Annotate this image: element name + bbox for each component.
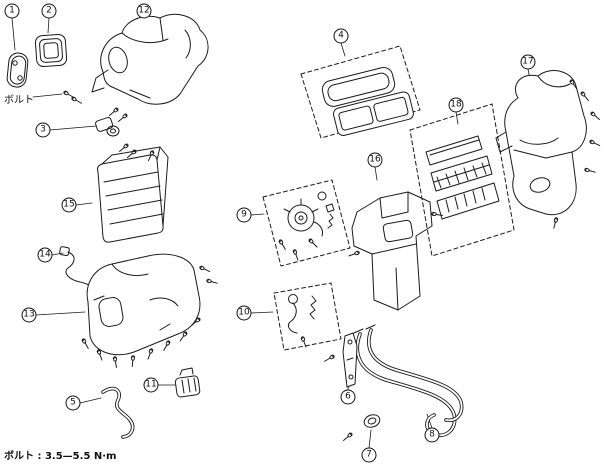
callout-1: 1: [4, 3, 20, 19]
part-3-fitting: [95, 117, 120, 137]
callout-5: 5: [65, 395, 81, 411]
part-15-evaporator: [97, 146, 169, 243]
callout-2: 2: [41, 3, 57, 19]
screw-icon: [342, 431, 354, 443]
screw-icon: [307, 237, 319, 249]
screw-icon: [70, 96, 83, 106]
part-2-grommet: [34, 33, 68, 68]
screw-icon: [130, 355, 136, 368]
callout-4: 4: [333, 28, 349, 44]
callout-7: 7: [361, 447, 377, 463]
torque-note-prefix: ボルト :: [4, 451, 42, 462]
part-12-blower-housing: [91, 14, 209, 105]
screw-icon: [198, 265, 211, 274]
callout-8: 8: [424, 427, 440, 443]
part-18-filter-set: [409, 103, 515, 257]
callout-14: 14: [37, 247, 53, 263]
screw-icon: [205, 278, 219, 286]
callout-10: 10: [236, 305, 252, 321]
screw-icon: [81, 337, 91, 350]
leader-lines: [11, 17, 531, 449]
screw-icon: [583, 167, 597, 175]
screw-icon: [146, 347, 154, 361]
torque-note-value: 3.5—5.5 N·m: [44, 451, 117, 462]
part-1-seal: [6, 52, 29, 88]
part-4-gasket-set: [300, 45, 421, 139]
callout-16: 16: [367, 152, 383, 168]
callout-13: 13: [21, 307, 37, 323]
screw-icon: [323, 354, 336, 364]
callout-6: 6: [340, 389, 356, 405]
part-10-lever-set: [273, 282, 342, 351]
callout-15: 15: [61, 197, 77, 213]
torque-note: ボルト : 3.5—5.5 N·m: [4, 447, 116, 462]
part-6-bracket: [342, 332, 358, 388]
callout-3: 3: [35, 122, 51, 138]
screw-icon: [588, 139, 601, 148]
screw-icon: [589, 110, 601, 122]
screw-icon: [161, 339, 171, 352]
screw-icon: [278, 238, 288, 251]
part-9-actuator-set: [262, 179, 351, 267]
callout-9: 9: [236, 207, 252, 223]
part-11-resistor: [174, 367, 201, 398]
callout-11: 11: [143, 377, 159, 393]
screw-icon: [292, 248, 300, 262]
part-16-duct: [351, 191, 433, 311]
part-17-housing: [495, 70, 587, 216]
part-13-lower-case: [86, 253, 201, 356]
part-5-rod: [101, 386, 135, 439]
screw-icon: [118, 142, 130, 154]
screw-icon: [112, 355, 119, 369]
bolt-label: ボルト: [4, 95, 34, 106]
part-7-grommet: [363, 414, 381, 428]
callout-18: 18: [448, 97, 464, 113]
screw-icon: [579, 90, 591, 102]
callout-17: 17: [520, 54, 536, 70]
callout-12: 12: [136, 3, 152, 19]
screw-icon: [551, 216, 559, 230]
screw-icon: [347, 250, 361, 258]
screw-icon: [108, 106, 120, 118]
screw-icon: [117, 112, 129, 124]
